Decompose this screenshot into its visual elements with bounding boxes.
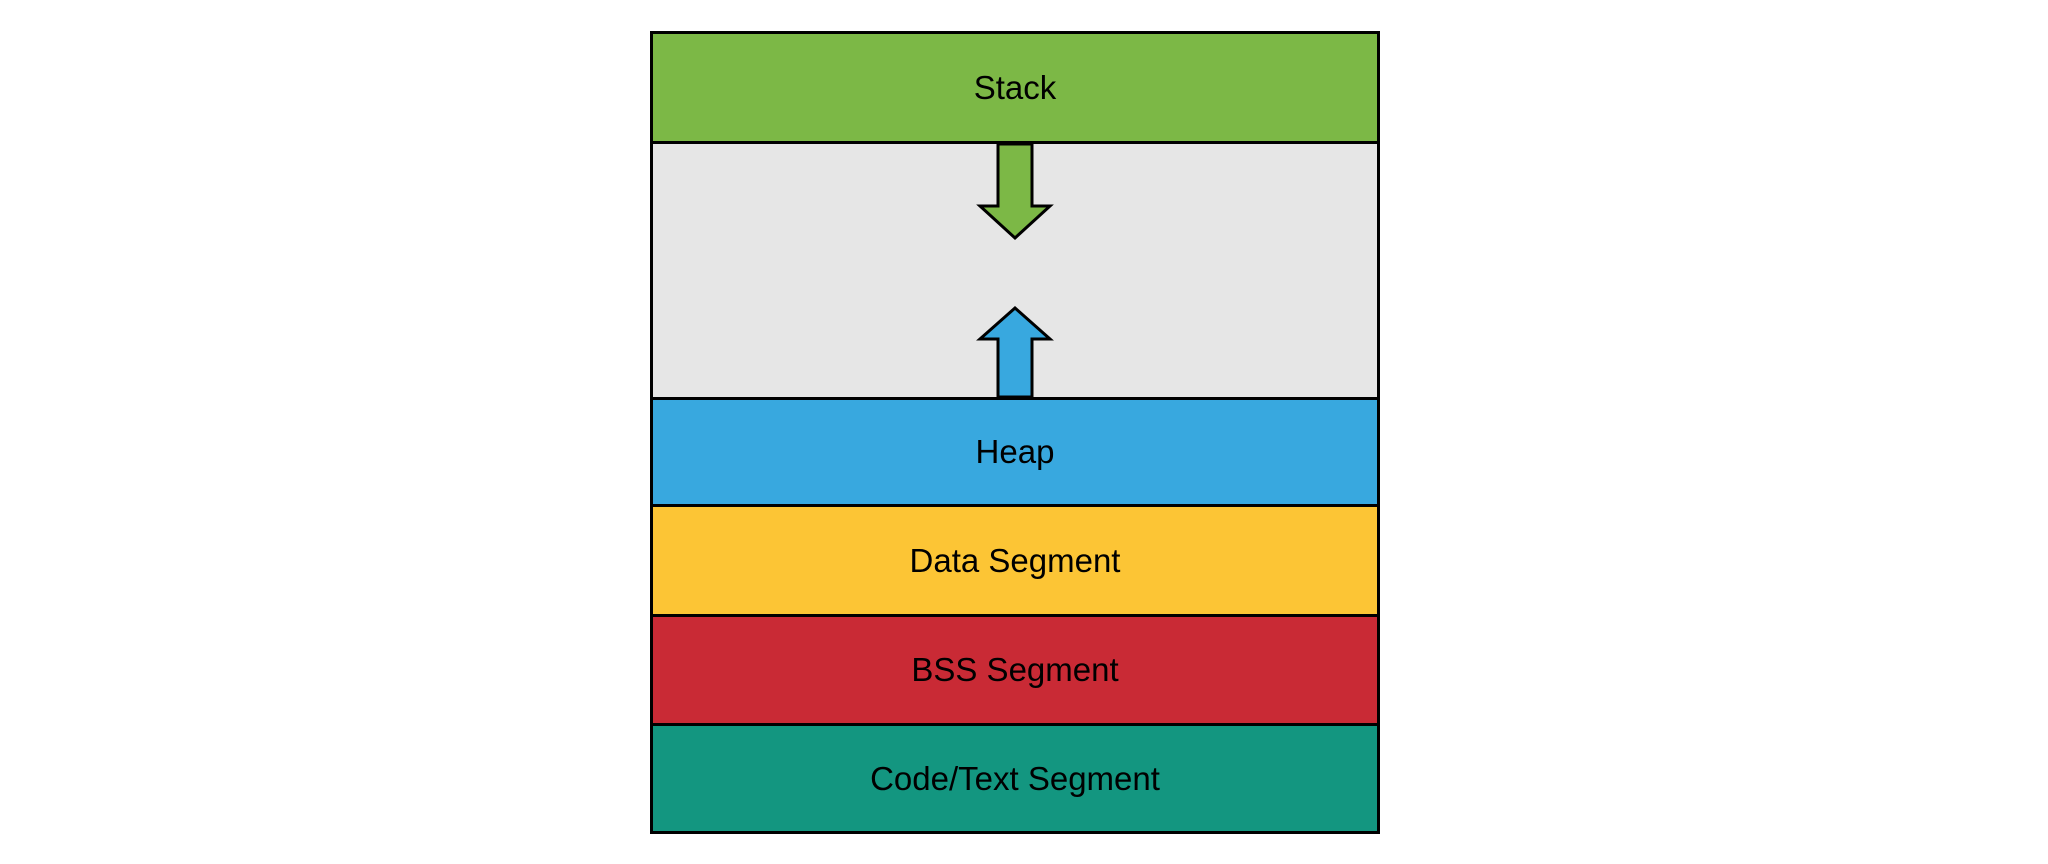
code-text-segment-label: Code/Text Segment (870, 759, 1160, 797)
memory-layout-diagram: Stack Heap Data Segment BSS Segment Code… (650, 31, 1380, 834)
heap-segment: Heap (653, 397, 1377, 507)
data-segment-label: Data Segment (909, 541, 1121, 579)
bss-segment: BSS Segment (653, 617, 1377, 726)
data-segment: Data Segment (653, 507, 1377, 617)
arrow-down-icon (976, 144, 1054, 241)
free-memory-gap (653, 144, 1377, 397)
stack-segment: Stack (653, 34, 1377, 144)
arrow-up-icon (976, 305, 1054, 397)
code-text-segment: Code/Text Segment (653, 726, 1377, 831)
growth-arrows (976, 144, 1054, 397)
heap-label: Heap (975, 433, 1055, 470)
bss-segment-label: BSS Segment (911, 651, 1119, 688)
stack-label: Stack (973, 68, 1057, 106)
